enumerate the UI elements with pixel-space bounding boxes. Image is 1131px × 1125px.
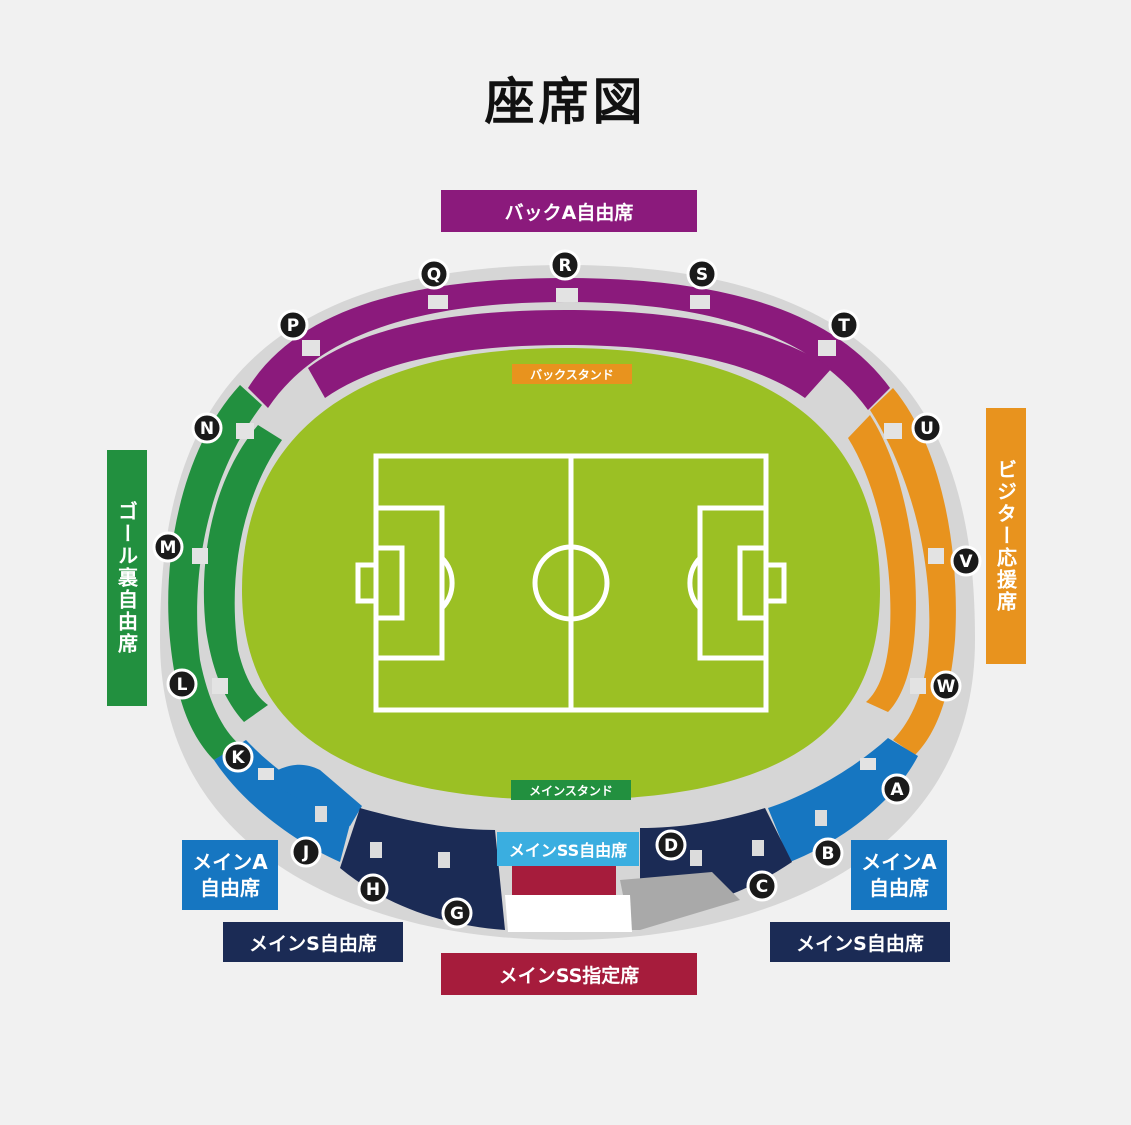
section-main-ss-reserved bbox=[512, 862, 616, 896]
main-a-left-line2: 自由席 bbox=[200, 876, 260, 900]
gate-l-letter: L bbox=[177, 675, 188, 695]
gate-k-marker: K bbox=[222, 741, 254, 773]
gate-u-letter: U bbox=[920, 419, 934, 439]
gate-n-letter: N bbox=[200, 419, 214, 439]
gate-h-marker: H bbox=[357, 873, 389, 905]
section-main-a-right bbox=[768, 738, 918, 862]
back-stand-label: バックスタンド bbox=[512, 364, 632, 384]
section-visitor-outer bbox=[870, 388, 956, 755]
gate-p-marker: P bbox=[277, 309, 309, 341]
gate-d-marker: D bbox=[655, 829, 687, 861]
section-main-a-left-upper bbox=[262, 764, 362, 826]
gate-d-letter: D bbox=[664, 836, 678, 856]
gate-s-marker: S bbox=[686, 258, 718, 290]
section-goal-back-inner bbox=[203, 425, 282, 722]
area-press-seats bbox=[620, 872, 740, 930]
main-s-free-seat-left-label: メインS自由席 bbox=[223, 922, 403, 962]
section-goal-back-outer bbox=[168, 385, 262, 760]
page-title: 座席図 bbox=[484, 73, 647, 131]
back-a-free-seat-label: バックA自由席 bbox=[441, 190, 697, 232]
section-visitor-inner bbox=[848, 415, 916, 712]
gate-m-letter: M bbox=[160, 538, 177, 558]
main-a-free-seat-right-label: メインA 自由席 bbox=[851, 840, 947, 910]
vomitories bbox=[192, 288, 944, 868]
gate-w-marker: W bbox=[930, 670, 962, 702]
gate-p-letter: P bbox=[287, 316, 299, 336]
gate-b-marker: B bbox=[812, 837, 844, 869]
gate-markers: A B C D G H J K L M N P Q R S T U V W bbox=[152, 249, 982, 929]
gate-b-letter: B bbox=[822, 844, 835, 864]
main-stand-label: メインスタンド bbox=[511, 780, 631, 800]
main-a-right-line1: メインA bbox=[861, 850, 937, 874]
gate-v-letter: V bbox=[959, 552, 973, 572]
gate-g-marker: G bbox=[441, 897, 473, 929]
gate-j-marker: J bbox=[290, 836, 322, 868]
gate-u-marker: U bbox=[911, 412, 943, 444]
gate-r-letter: R bbox=[558, 256, 571, 276]
gate-c-letter: C bbox=[756, 877, 768, 897]
main-ss-reserved-seat-label: メインSS指定席 bbox=[441, 953, 697, 995]
gate-t-letter: T bbox=[838, 316, 850, 336]
visitor-support-seat-label: ビジター応援席 bbox=[986, 408, 1026, 664]
gate-r-marker: R bbox=[549, 249, 581, 281]
section-back-a-lower bbox=[308, 310, 832, 398]
gate-a-marker: A bbox=[881, 773, 913, 805]
section-main-a-left bbox=[214, 740, 355, 862]
gate-k-letter: K bbox=[231, 748, 245, 768]
section-back-a-upper bbox=[248, 278, 890, 410]
main-a-left-line1: メインA bbox=[192, 850, 268, 874]
main-a-free-seat-left-label: メインA 自由席 bbox=[182, 840, 278, 910]
gate-h-letter: H bbox=[366, 880, 380, 900]
pitch-grass bbox=[242, 348, 880, 800]
pitch-lines bbox=[355, 453, 787, 713]
gate-q-marker: Q bbox=[418, 258, 450, 290]
main-a-right-line2: 自由席 bbox=[869, 876, 929, 900]
gate-v-marker: V bbox=[950, 545, 982, 577]
goal-back-free-seat-label: ゴール裏自由席 bbox=[107, 450, 147, 706]
area-main-center-white bbox=[505, 895, 632, 932]
gate-s-letter: S bbox=[696, 265, 708, 285]
gate-a-letter: A bbox=[890, 780, 904, 800]
main-ss-free-seat-label: メインSS自由席 bbox=[497, 832, 639, 866]
gate-n-marker: N bbox=[191, 412, 223, 444]
gate-q-letter: Q bbox=[427, 265, 441, 285]
gate-g-letter: G bbox=[450, 904, 464, 924]
gate-c-marker: C bbox=[746, 870, 778, 902]
gate-w-letter: W bbox=[937, 677, 956, 697]
gate-l-marker: L bbox=[166, 668, 198, 700]
main-s-free-seat-right-label: メインS自由席 bbox=[770, 922, 950, 962]
gate-t-marker: T bbox=[828, 309, 860, 341]
gate-j-letter: J bbox=[302, 843, 309, 863]
gate-m-marker: M bbox=[152, 531, 184, 563]
